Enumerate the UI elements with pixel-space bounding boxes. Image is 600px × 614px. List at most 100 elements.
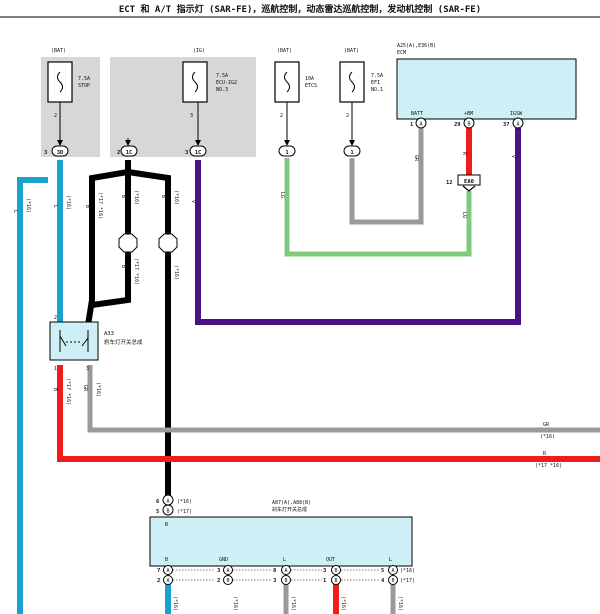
label-l-far-left: L	[12, 210, 18, 213]
wire-gr-efi	[349, 128, 424, 225]
ecm-box	[396, 58, 577, 120]
note-n6: (*16)	[173, 190, 179, 205]
svg-text:B: B	[284, 578, 287, 584]
junction-etcs: 1	[278, 145, 296, 157]
svg-text:10A: 10A	[305, 76, 314, 82]
svg-text:B: B	[467, 122, 470, 128]
ecm-pin-bm: 29 B	[454, 117, 475, 129]
fuse-icon	[349, 71, 355, 93]
junction-3d: 3 3D	[44, 145, 69, 157]
svg-text:A: A	[419, 122, 422, 128]
label-v-igsw: V	[510, 155, 516, 158]
svg-text:2: 2	[117, 150, 120, 156]
ecm-pin-igsw-label: IGSW	[510, 111, 523, 117]
wire-r-sw	[57, 365, 600, 462]
label-r-right: R	[543, 451, 547, 457]
svg-text:5: 5	[156, 509, 159, 515]
svg-text:GND: GND	[219, 557, 228, 563]
svg-text:37: 37	[503, 122, 510, 128]
svg-text:STOP: STOP	[78, 83, 90, 89]
svg-text:3: 3	[44, 150, 47, 156]
splice-octagon-left	[118, 233, 138, 253]
svg-text:29: 29	[454, 122, 461, 128]
arrow-down-icon	[125, 140, 131, 146]
svg-text:2: 2	[280, 113, 283, 119]
wire-b-lower	[91, 252, 131, 308]
label-v: V	[190, 200, 196, 203]
svg-text:OUT: OUT	[326, 557, 335, 563]
fuse-icon	[284, 71, 290, 93]
arrow-down-icon	[57, 140, 63, 146]
note-bottom-4: (*16)	[340, 596, 346, 611]
svg-text:3: 3	[217, 568, 220, 574]
label-l-stop: L	[52, 205, 58, 208]
label-lg-bm: LG	[461, 212, 467, 218]
ecm-ref: A25(A),E36(B)	[397, 43, 436, 49]
svg-text:2: 2	[54, 113, 57, 119]
skid-control-ecu: A87(A),A88(B) 刹车灯开关总成 6 A (*16) 5 B (*17…	[149, 494, 415, 585]
svg-text:1: 1	[285, 150, 289, 156]
fuse-stop: (BAT) 7.5A STOP 2	[47, 48, 90, 142]
svg-text:(BAT): (BAT)	[51, 48, 66, 54]
note-n2: (*16)	[65, 195, 71, 210]
svg-text:7: 7	[157, 568, 160, 574]
svg-text:ETCS: ETCS	[305, 83, 317, 89]
label-b-left: B	[84, 205, 90, 208]
note-n5: (*16)	[133, 190, 139, 205]
svg-text:A: A	[166, 578, 169, 584]
chevron-down-icon	[462, 185, 476, 192]
svg-text:EFI: EFI	[371, 80, 380, 86]
svg-text:7.5A: 7.5A	[371, 73, 383, 79]
svg-text:1: 1	[350, 150, 354, 156]
ecm-pin-bm-label: +BM	[464, 111, 473, 117]
junction-1c-2: 2 1C	[117, 145, 138, 157]
skid-ref: A87(A),A88(B)	[272, 500, 311, 506]
label-b-right: B	[160, 195, 166, 198]
wire-gr-sw	[87, 365, 600, 433]
label-b-lower: B	[120, 265, 126, 268]
wire-b-right-top	[127, 169, 171, 234]
wire-lg	[284, 158, 472, 257]
arrow-down-icon	[195, 140, 201, 146]
svg-text:3: 3	[323, 568, 326, 574]
svg-text:4: 4	[86, 315, 89, 321]
svg-text:2: 2	[157, 578, 160, 584]
svg-text:A: A	[166, 568, 169, 574]
svg-text:A: A	[226, 568, 229, 574]
svg-text:2: 2	[346, 113, 349, 119]
label-gr-efi: GR	[413, 155, 419, 162]
ecm-pin-batt-label: BATT	[411, 111, 423, 117]
note-bottom-3: (*16)	[290, 596, 296, 611]
note-gr-right: (*16)	[540, 434, 555, 440]
note-bottom-1: (*16)	[172, 596, 178, 611]
svg-text:1C: 1C	[126, 150, 133, 156]
svg-text:NO.3: NO.3	[216, 87, 228, 93]
svg-text:12: 12	[446, 180, 453, 186]
svg-text:A: A	[516, 122, 519, 128]
svg-text:EA0: EA0	[464, 179, 474, 185]
diagram-title: ECT 和 A/T 指示灯 (SAR-FE)，巡航控制，动态雷达巡航控制，发动机…	[119, 3, 481, 15]
svg-text:3: 3	[273, 578, 276, 584]
svg-text:1C: 1C	[195, 150, 202, 156]
fuse-ecu-ig2: (IG) 7.5A ECU-IG2 NO.3 3	[182, 48, 237, 142]
label-gr-sw: GR	[82, 385, 88, 392]
label-lg-left: LG	[279, 192, 285, 198]
svg-text:B: B	[226, 578, 229, 584]
junction-efi: 1	[343, 145, 361, 157]
wire-b-left	[85, 160, 131, 326]
note-bottom-2: (*16)	[232, 596, 238, 611]
fuse-etcs: (BAT) 10A ETCS 2	[274, 48, 317, 142]
svg-text:7.5A: 7.5A	[78, 76, 90, 82]
svg-text:B: B	[165, 557, 168, 563]
svg-text:4: 4	[381, 578, 385, 584]
fuse-icon	[192, 71, 198, 93]
label-r-bm: R	[461, 152, 467, 156]
note-sw-r: (*17 *16)	[65, 378, 71, 405]
note-r-right: (*17 *16)	[535, 463, 562, 469]
wire-v	[195, 128, 521, 325]
svg-text:7.5A: 7.5A	[216, 73, 228, 79]
splice-octagon-right	[158, 233, 178, 253]
svg-text:B: B	[165, 522, 168, 528]
label-gr-right: GR	[543, 422, 550, 428]
